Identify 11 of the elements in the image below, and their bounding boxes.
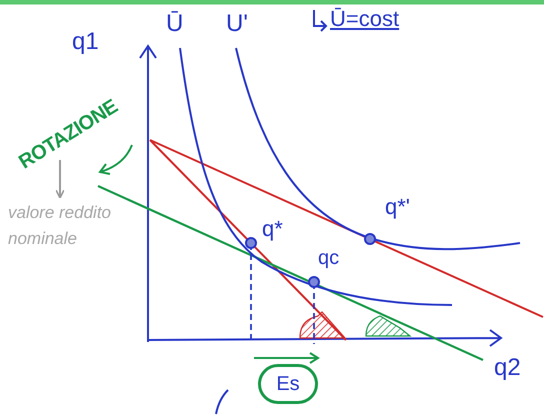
axis-label: q2 (494, 356, 521, 380)
point-label: q*' (385, 196, 410, 218)
point-label: qc (318, 248, 340, 268)
note-text: Ū=cost (330, 8, 400, 30)
point-label: q* (262, 218, 283, 240)
circled-label: Es (258, 364, 318, 404)
curve-label: Ū (166, 12, 184, 36)
axis-label: q1 (72, 30, 99, 54)
arrow (55, 160, 65, 199)
curve-label: U' (226, 12, 248, 36)
annotation-text: valore reddito nominale (8, 200, 136, 286)
